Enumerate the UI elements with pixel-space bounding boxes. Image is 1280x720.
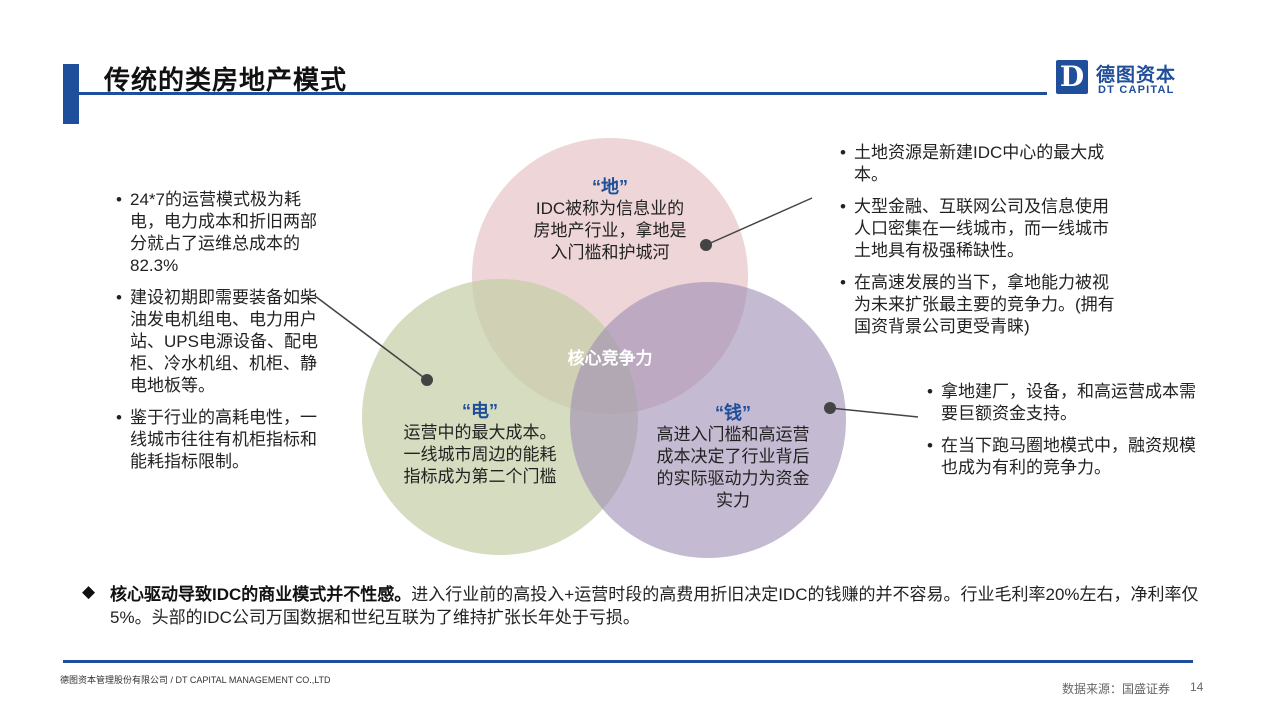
footer-source: 数据来源：国盛证券 bbox=[1062, 682, 1171, 696]
bottom-right-bullet-list: 拿地建厂，设备，和高运营成本需要巨额资金支持。 在当下跑马圈地模式中，融资规模也… bbox=[927, 381, 1209, 489]
circle-power-line: 指标成为第二个门槛 bbox=[403, 467, 557, 486]
bottom-statement-text: 进入行业前的高投入+运营时段的高费用折旧决定IDC的钱赚的并不容易。行业毛利率2… bbox=[110, 585, 1199, 627]
list-item: 在高速发展的当下，拿地能力被视为未来扩张最主要的竞争力。(拥有国资背景公司更受青… bbox=[840, 272, 1122, 338]
venn-center-label: 核心竞争力 bbox=[567, 349, 653, 368]
circle-land-line: IDC被称为信息业的 bbox=[535, 199, 685, 218]
diamond-bullet-icon: ◆ bbox=[82, 582, 96, 601]
list-item: 拿地建厂，设备，和高运营成本需要巨额资金支持。 bbox=[927, 381, 1209, 425]
logo-mark-icon bbox=[1056, 60, 1088, 94]
title-accent-bar bbox=[63, 64, 79, 124]
circle-money-text: “钱” 高进入门槛和高运营 成本决定了行业背后 的实际驱动力为资金 实力 bbox=[638, 402, 828, 512]
circle-land-line: 入门槛和护城河 bbox=[550, 243, 670, 262]
logo-chinese-name: 德图资本 bbox=[1096, 65, 1177, 86]
connector-power bbox=[314, 295, 428, 381]
title-underline bbox=[79, 92, 1047, 95]
list-item: 24*7的运营模式极为耗电，电力成本和折旧两部分就占了运维总成本的82.3% bbox=[116, 189, 326, 277]
connector-power-dot bbox=[421, 374, 433, 386]
circle-money-line: 高进入门槛和高运营 bbox=[656, 425, 810, 444]
circle-power bbox=[362, 279, 638, 555]
page-number: 14 bbox=[1190, 680, 1204, 694]
circle-power-line: 一线城市周边的能耗 bbox=[403, 445, 557, 464]
top-right-bullet-list: 土地资源是新建IDC中心的最大成本。 大型金融、互联网公司及信息使用人口密集在一… bbox=[840, 142, 1122, 348]
circle-land-head: “地” bbox=[592, 177, 628, 197]
list-item: 大型金融、互联网公司及信息使用人口密集在一线城市，而一线城市土地具有极强稀缺性。 bbox=[840, 196, 1122, 262]
connector-money bbox=[829, 407, 919, 418]
footer-rule bbox=[63, 660, 1193, 663]
circle-land-line: 房地产行业，拿地是 bbox=[533, 221, 687, 240]
list-item: 土地资源是新建IDC中心的最大成本。 bbox=[840, 142, 1122, 186]
connector-land-dot bbox=[700, 239, 712, 251]
bottom-statement-bold: 核心驱动导致IDC的商业模式并不性感。 bbox=[110, 585, 412, 604]
left-bullet-list: 24*7的运营模式极为耗电，电力成本和折旧两部分就占了运维总成本的82.3% 建… bbox=[116, 189, 326, 483]
circle-power-head: “电” bbox=[462, 401, 498, 421]
connector-money-dot bbox=[824, 402, 836, 414]
circle-money bbox=[570, 282, 846, 558]
dt-capital-logo: D 德图资本 DT CAPITAL bbox=[1056, 60, 1186, 100]
page-title: 传统的类房地产模式 bbox=[104, 65, 348, 95]
bottom-statement: 核心驱动导致IDC的商业模式并不性感。进入行业前的高投入+运营时段的高费用折旧决… bbox=[110, 583, 1210, 629]
circle-power-text: “电” 运营中的最大成本。 一线城市周边的能耗 指标成为第二个门槛 bbox=[385, 400, 575, 488]
footer-company: 德图资本管理股份有限公司 / DT CAPITAL MANAGEMENT CO.… bbox=[60, 675, 331, 685]
logo-mark-letter: D bbox=[1059, 60, 1085, 93]
list-item: 在当下跑马圈地模式中，融资规模也成为有利的竞争力。 bbox=[927, 435, 1209, 479]
logo-english-name: DT CAPITAL bbox=[1098, 84, 1175, 96]
list-item: 鉴于行业的高耗电性，一线城市往往有机柜指标和能耗指标限制。 bbox=[116, 407, 326, 473]
connector-land bbox=[705, 197, 813, 246]
circle-money-line: 的实际驱动力为资金 bbox=[656, 469, 810, 488]
circle-money-line: 成本决定了行业背后 bbox=[656, 447, 810, 466]
circle-money-head: “钱” bbox=[715, 403, 751, 423]
circle-land-text: “地” IDC被称为信息业的 房地产行业，拿地是 入门槛和护城河 bbox=[515, 176, 705, 264]
circle-money-line: 实力 bbox=[716, 491, 750, 510]
list-item: 建设初期即需要装备如柴油发电机组电、电力用户站、UPS电源设备、配电柜、冷水机组… bbox=[116, 287, 326, 397]
circle-power-line: 运营中的最大成本。 bbox=[403, 423, 557, 442]
